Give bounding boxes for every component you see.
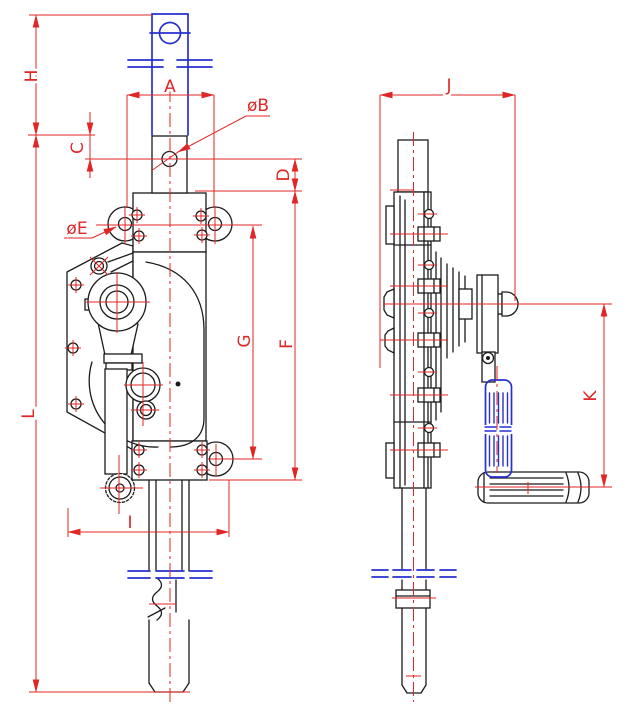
latch-line-2 [110, 260, 134, 273]
side-lower-rod [401, 487, 427, 591]
side-rod-tip [401, 607, 427, 694]
dim-label-f: F [277, 339, 297, 349]
lower-rod [147, 479, 190, 693]
lower-rod-break [127, 570, 213, 579]
dim-label-j: J [445, 76, 451, 96]
side-rod-break [371, 569, 457, 578]
dim-label-l: L [19, 409, 39, 419]
leader-e [64, 226, 117, 239]
rope-break-squiggle [151, 577, 163, 621]
dim-label-d: D [274, 168, 294, 181]
dim-label-b: øB [247, 96, 269, 116]
latch-line-1 [107, 252, 134, 263]
dim-label-c: C [68, 142, 88, 154]
side-left-plate-top [385, 205, 395, 245]
dimensions: A øB C D øE F G H I J K L [17, 14, 612, 693]
case-curve [145, 261, 205, 448]
dim-label-k: K [581, 390, 601, 402]
handle-clamp [103, 353, 143, 364]
side-view [371, 139, 590, 694]
front-view [66, 13, 234, 693]
dim-label-h: H [22, 70, 42, 83]
crank-bracket [476, 274, 499, 354]
crank-pivot-pin [486, 356, 490, 360]
dim-label-e: øE [66, 219, 87, 239]
top-anchor-rod [127, 13, 213, 136]
lever-shaft [104, 368, 128, 475]
dim-label-g: G [235, 334, 255, 347]
telescoping-handle [482, 379, 515, 478]
dim-label-a: A [164, 77, 176, 97]
side-crosshair-ticks [380, 189, 529, 677]
leader-b [150, 115, 270, 172]
bolt-crosshairs [65, 206, 217, 605]
centerlines [65, 88, 529, 706]
dim-label-i: I [127, 513, 132, 533]
side-left-plate-bottom [385, 442, 395, 479]
pin-dot [175, 381, 181, 387]
grip-ribs [483, 472, 582, 503]
